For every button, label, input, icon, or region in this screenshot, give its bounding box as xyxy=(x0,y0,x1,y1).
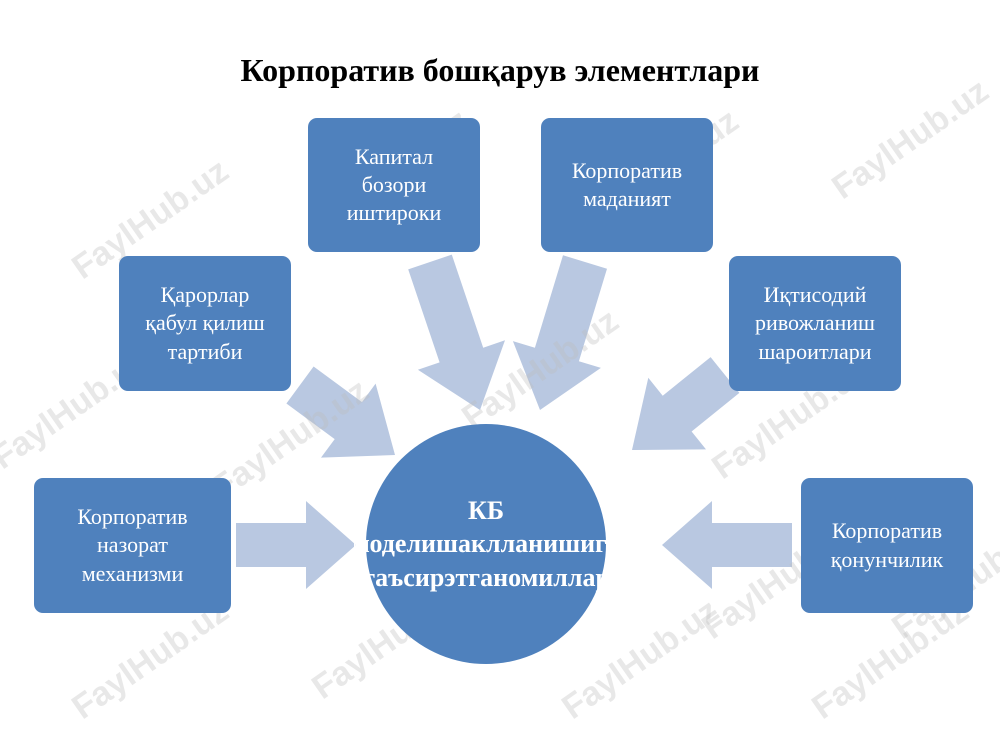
center-node-line: ига таъсир xyxy=(362,529,620,592)
center-node-line: этган xyxy=(444,562,509,592)
node-corporate-culture: Корпоратив маданият xyxy=(541,118,713,252)
arrow-from-decision-procedure xyxy=(286,366,395,458)
center-node-line: КБ модели xyxy=(352,496,505,559)
node-corporate-legislation-line: қонунчилик xyxy=(830,546,944,572)
node-economic-conditions-line: шароитлари xyxy=(758,338,872,364)
arrow-from-corporate-culture xyxy=(512,255,607,410)
arrow-from-control-mechanisms xyxy=(236,501,356,589)
center-node-line: омиллар xyxy=(508,562,610,592)
node-capital-market-line: Капитал xyxy=(354,143,434,169)
node-capital-market-line: иштироки xyxy=(346,200,442,226)
arrow-from-economic-conditions xyxy=(632,357,740,450)
node-capital-market-line: бозори xyxy=(361,171,427,197)
node-control-mechanisms-line: Корпоратив xyxy=(77,504,188,530)
node-decision-procedure-line: қабул қилиш xyxy=(145,310,265,336)
node-decision-procedure-line: Қарорлар xyxy=(160,282,250,308)
node-corporate-culture-line: Корпоратив xyxy=(571,157,683,183)
center-node-text: КБ моделишаклланишига таъсирэтганомиллар xyxy=(352,494,620,594)
center-node-circle: КБ моделишаклланишига таъсирэтганомиллар xyxy=(352,424,620,664)
node-control-mechanisms-line: механизми xyxy=(81,560,184,586)
node-economic-conditions-line: ривожланиш xyxy=(755,310,875,336)
node-control-mechanisms-line: назорат xyxy=(97,532,168,558)
node-corporate-culture-line: маданият xyxy=(583,186,671,211)
arrow-from-corporate-legislation xyxy=(662,501,792,589)
node-decision-procedure-line: тартиби xyxy=(167,338,243,364)
page-title: Корпоратив бошқарув элементлари xyxy=(240,52,760,88)
node-corporate-legislation-line: Корпоратив xyxy=(831,518,943,544)
arrow-from-capital-market xyxy=(408,254,505,410)
node-corporate-culture-text: Корпоратив маданият xyxy=(572,157,682,213)
node-economic-conditions-line: Иқтисодий xyxy=(763,282,867,308)
center-node-line: шаклланиш xyxy=(436,529,581,559)
